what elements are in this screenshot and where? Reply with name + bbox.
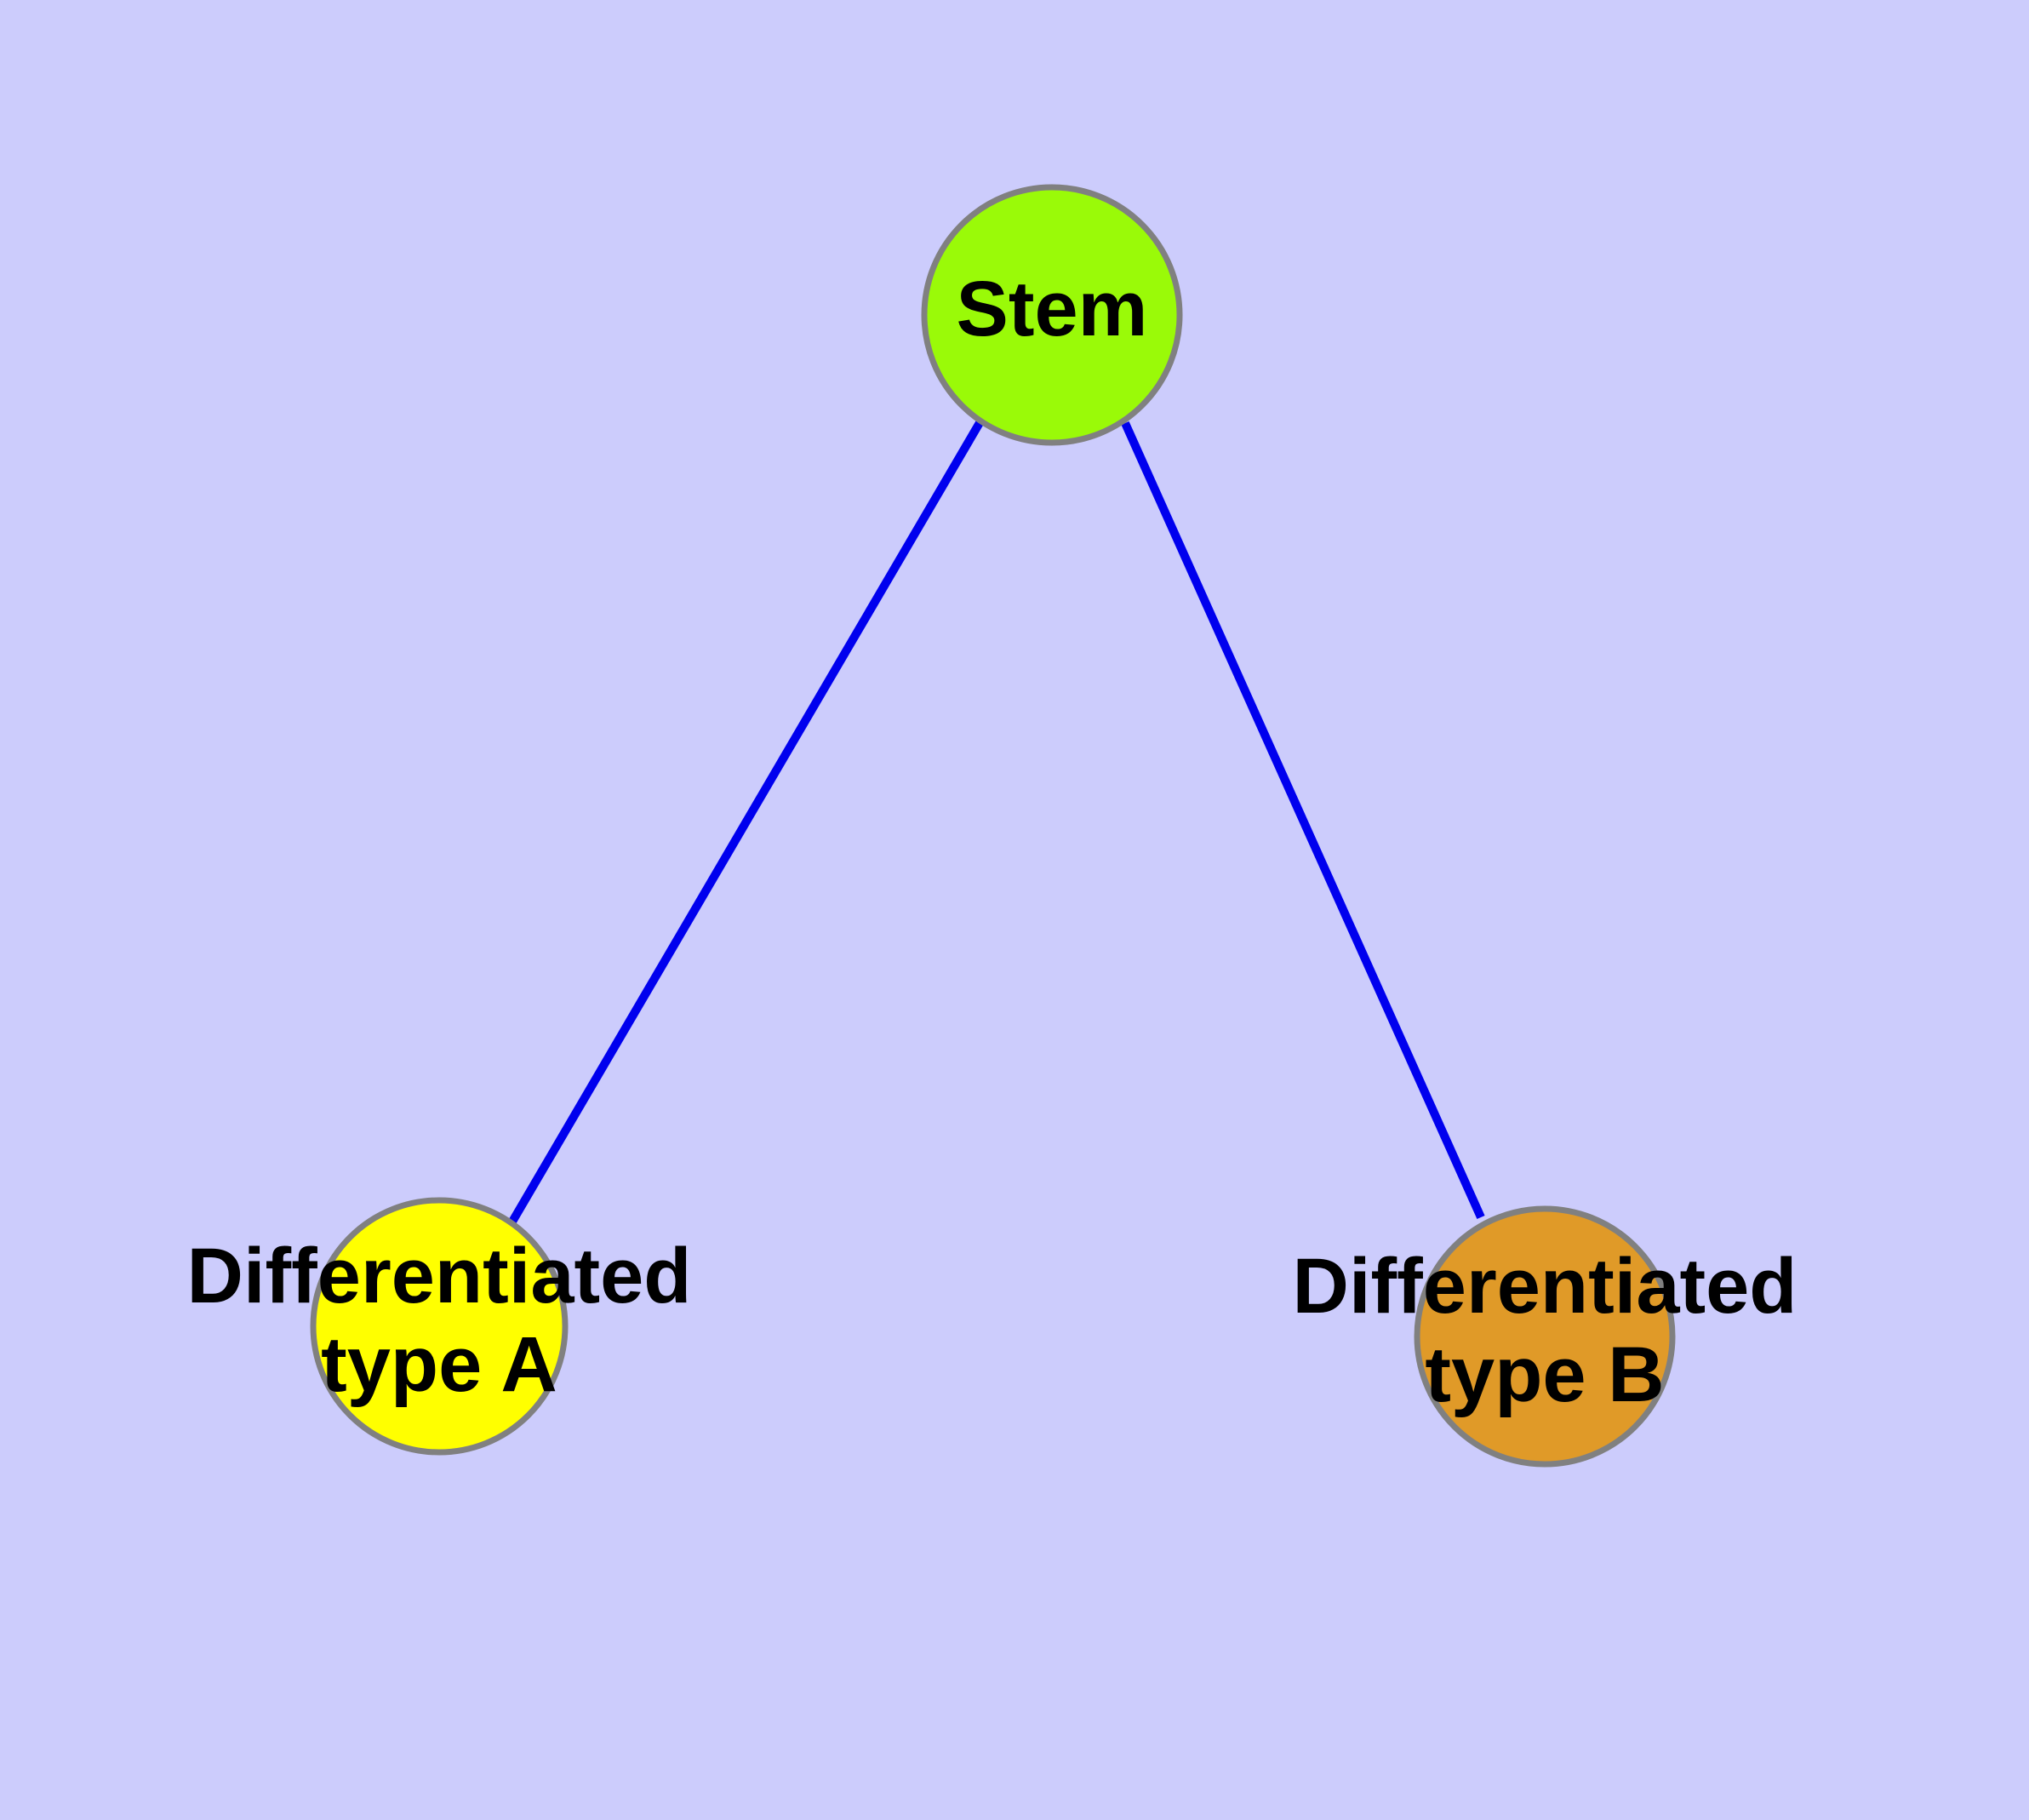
edge-stem-to-differentiated-type-a[interactable] (508, 419, 985, 1224)
node-label-line: type B (1425, 1331, 1664, 1418)
node-stem-circle[interactable] (921, 184, 1183, 446)
node-label-line: type A (321, 1321, 557, 1408)
node-label-line: Differentiated (1293, 1243, 1798, 1330)
edge-stem-to-differentiated-type-b[interactable] (1121, 421, 1485, 1220)
node-stem-label: Stem (957, 266, 1148, 352)
edges-layer (508, 419, 1485, 1224)
node-stem[interactable]: Stem (921, 184, 1183, 446)
node-label-line: Differentiated (187, 1233, 692, 1319)
node-differentiated-type-b-circle[interactable] (1414, 1205, 1676, 1468)
node-differentiated-type-a-circle[interactable] (310, 1197, 569, 1456)
node-label-line: Stem (957, 266, 1148, 352)
